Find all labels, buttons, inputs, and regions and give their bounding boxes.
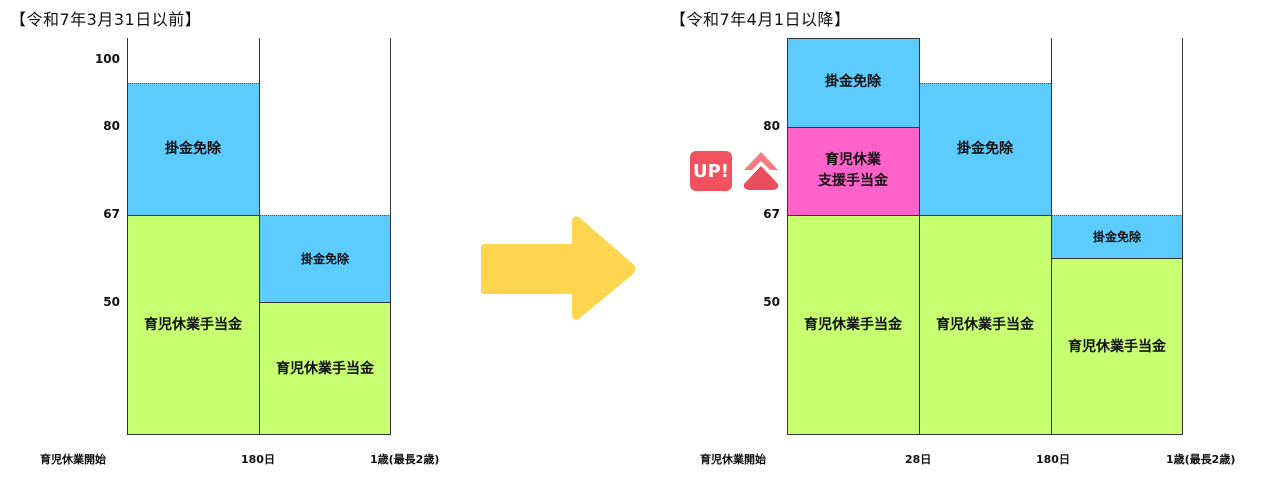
- left-ytick-100: 100: [94, 52, 120, 66]
- left-col1-exemption: 掛金免除: [127, 83, 259, 215]
- right-xtick-start: 育児休業開始: [700, 453, 766, 466]
- right-col1-allowance: 育児休業手当金: [787, 215, 919, 435]
- right-gridline-28: [919, 38, 920, 435]
- right-col3-dotted-top: [1051, 215, 1183, 216]
- left-col1-dotted-top: [127, 83, 259, 84]
- right-gridline-180: [1051, 38, 1052, 435]
- right-col1-support-label-line1: 育児休業: [825, 152, 881, 168]
- right-col2-allowance: 育児休業手当金: [919, 215, 1051, 435]
- right-col1-support-allowance: 育児休業 支援手当金: [787, 127, 919, 215]
- left-axis-y: [127, 38, 128, 435]
- right-col3-divider: [1051, 258, 1183, 259]
- transition-arrow-icon: [481, 216, 636, 320]
- left-ytick-67: 67: [103, 207, 120, 221]
- left-col2-allowance: 育児休業手当金: [259, 303, 391, 435]
- left-axis-x: [127, 434, 391, 435]
- double-chevron-up-icon: [743, 152, 779, 190]
- left-xtick-1year: 1歳(最長2歳): [370, 453, 440, 466]
- right-col1-support-label-line2: 支援手当金: [818, 173, 888, 189]
- right-col1-allowance-label: 育児休業手当金: [804, 316, 902, 333]
- right-col3-exemption: 掛金免除: [1051, 215, 1183, 259]
- right-col1-divider-top: [787, 127, 919, 128]
- right-col1-exemption-label: 掛金免除: [825, 74, 881, 90]
- left-col1-allowance: 育児休業手当金: [127, 215, 259, 435]
- left-xtick-180: 180日: [241, 453, 275, 466]
- right-xtick-28: 28日: [905, 453, 932, 466]
- left-gridline-end: [390, 38, 391, 435]
- left-col1-exemption-label: 掛金免除: [165, 140, 221, 157]
- left-col1-allowance-label: 育児休業手当金: [144, 316, 242, 333]
- right-axis-x: [787, 434, 1183, 435]
- right-col2-dotted-top: [919, 83, 1051, 84]
- right-col3-allowance: 育児休業手当金: [1051, 259, 1183, 435]
- right-col3-allowance-label: 育児休業手当金: [1068, 338, 1166, 355]
- left-ytick-80: 80: [103, 119, 120, 133]
- right-col1-divider-bottom: [787, 215, 919, 216]
- right-col1-exemption: 掛金免除: [787, 38, 919, 127]
- left-col2-dotted-top: [259, 215, 391, 216]
- right-ytick-80: 80: [763, 119, 780, 133]
- right-col2-exemption-label: 掛金免除: [957, 140, 1013, 157]
- left-col2-exemption-label: 掛金免除: [300, 252, 349, 266]
- right-axis-y: [787, 38, 788, 435]
- right-col2-allowance-label: 育児休業手当金: [936, 316, 1034, 333]
- right-col2-exemption: 掛金免除: [919, 83, 1051, 215]
- left-col2-exemption: 掛金免除: [259, 215, 391, 303]
- right-col3-exemption-label: 掛金免除: [1092, 230, 1141, 244]
- left-col2-divider: [259, 302, 391, 303]
- right-ytick-67: 67: [763, 207, 780, 221]
- left-chart-area: 掛金免除 育児休業手当金 掛金免除 育児休業手当金: [127, 38, 391, 435]
- right-chart-area: 掛金免除 育児休業 支援手当金 育児休業手当金 掛金免除 育児休業手当金 掛金免…: [787, 38, 1183, 435]
- right-title: 【令和7年4月1日以降】: [670, 10, 851, 29]
- right-ytick-50: 50: [763, 295, 780, 309]
- left-col2-allowance-label: 育児休業手当金: [276, 360, 374, 377]
- left-col1-divider: [127, 215, 259, 216]
- left-title: 【令和7年3月31日以前】: [10, 10, 202, 29]
- up-badge-text: UP!: [692, 160, 730, 182]
- right-xtick-1year: 1歳(最長2歳): [1166, 453, 1236, 466]
- up-badge: UP!: [690, 151, 732, 191]
- right-col2-divider: [919, 215, 1051, 216]
- left-gridline-180: [259, 38, 260, 435]
- right-col1-top-border: [787, 38, 919, 39]
- left-xtick-start: 育児休業開始: [40, 453, 106, 466]
- right-gridline-end: [1182, 38, 1183, 435]
- right-xtick-180: 180日: [1036, 453, 1070, 466]
- left-ytick-50: 50: [103, 295, 120, 309]
